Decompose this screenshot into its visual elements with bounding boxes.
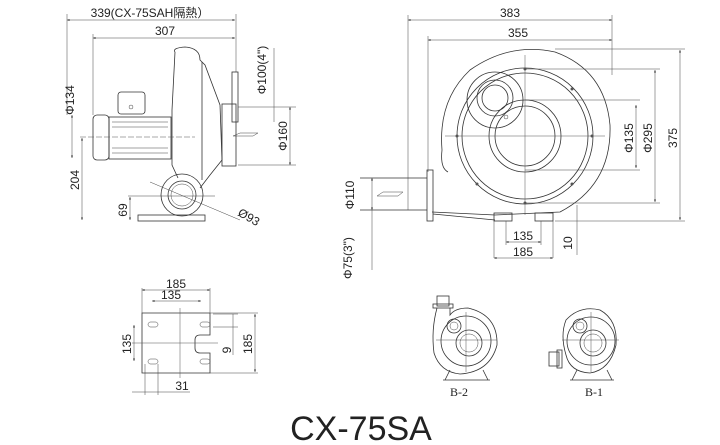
dim-plan-width-outer: 185 [166, 277, 186, 291]
terminal-box [117, 91, 146, 115]
model-title: CX-75SA [290, 410, 432, 445]
dim-inner-diameter: Φ135 [622, 123, 636, 153]
dim-base-height: 69 [116, 203, 130, 217]
dim-overall-width: 383 [500, 6, 520, 20]
base [137, 214, 206, 222]
dim-pcd-diameter: Φ295 [641, 123, 655, 153]
dim-foot-inner: 135 [513, 229, 533, 243]
dim-width: 355 [508, 26, 528, 40]
fan-housing [174, 46, 223, 189]
variant-b1: B-1 [548, 308, 619, 399]
dim-motor-diameter: Φ134 [63, 85, 77, 115]
volute-housing [431, 49, 611, 216]
dim-plan-width-inner: 135 [161, 288, 181, 302]
dim-slot: 9 [220, 346, 234, 353]
variant-b2: B-2 [432, 295, 498, 399]
base-plate [141, 312, 211, 374]
dim-plan-offset: 31 [175, 379, 189, 393]
front-view: 383 355 Φ110 Φ75(3") [341, 6, 685, 279]
dim-plan-depth-outer: 185 [241, 334, 255, 354]
dim-height: 204 [68, 170, 82, 190]
dim-foot-height: 10 [561, 236, 575, 250]
dim-outlet-diameter: Φ100(4") [255, 46, 269, 95]
dim-outlet-pipe: Φ75(3") [341, 237, 355, 279]
inlet-circle [160, 173, 204, 217]
side-view: 339(CX-75SAH隔熱） 307 Ø93 Φ134 204 [63, 6, 296, 229]
dim-inlet-diameter: Ø93 [236, 205, 263, 229]
airflow-arrow-icon [376, 191, 404, 197]
base-plan: 185 135 135 9 185 31 [120, 277, 258, 395]
dim-front-height: 375 [666, 128, 680, 148]
outlet-flange-front [426, 169, 434, 222]
dim-plan-depth-inner: 135 [120, 334, 134, 354]
dim-outlet-flange: Φ110 [343, 180, 357, 209]
dim-overall-length: 339(CX-75SAH隔熱） [91, 6, 210, 20]
dim-flange-diameter: Φ160 [276, 121, 290, 151]
dim-foot-outer: 185 [513, 245, 533, 259]
outlet-flange [231, 71, 239, 123]
dim-length: 307 [155, 24, 175, 38]
motor-mount-plate [466, 71, 524, 129]
variant-label-b1: B-1 [585, 385, 603, 399]
airflow-arrow-icon [232, 132, 259, 137]
variant-label-b2: B-2 [450, 385, 468, 399]
foot-left [493, 212, 513, 222]
motor-body [108, 116, 172, 160]
foot-right [534, 212, 554, 222]
motor-end-cap [92, 114, 110, 161]
